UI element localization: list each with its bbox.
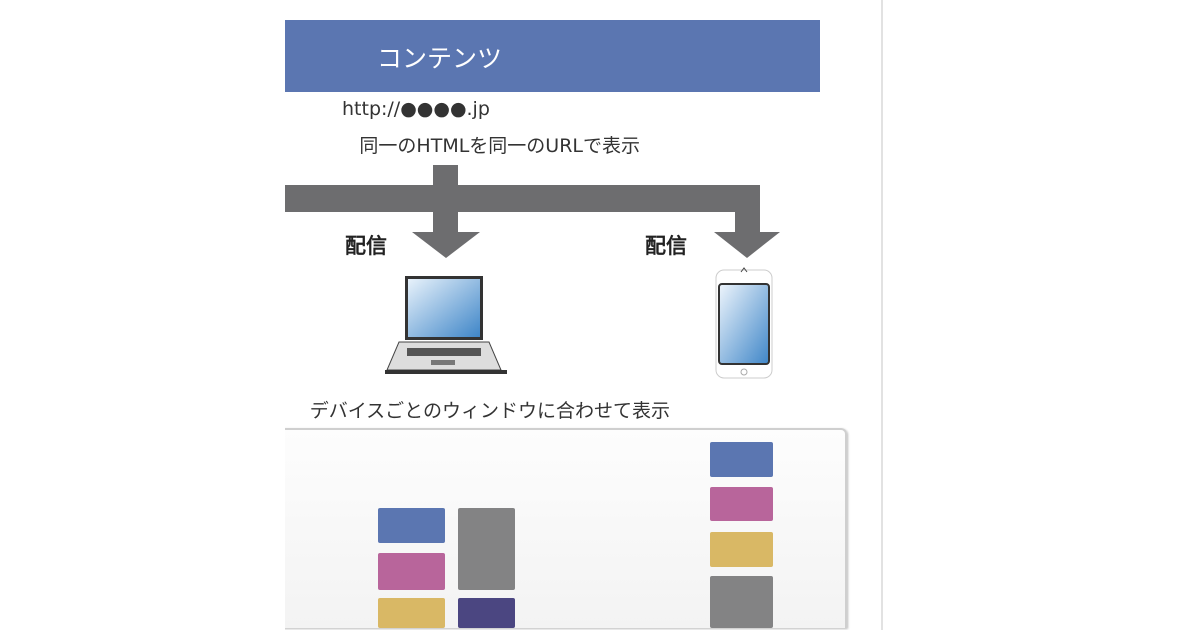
- deliver-label-right: 配信: [645, 234, 687, 258]
- content-banner: コンテンツ: [285, 20, 820, 92]
- layout-frame: [285, 428, 847, 628]
- sp-block-yellow: [710, 532, 773, 567]
- banner-title: コンテンツ: [377, 44, 503, 73]
- same-html-text: 同一のHTMLを同一のURLで表示: [359, 135, 640, 157]
- arrow-stem-right: [735, 185, 760, 235]
- caption-text: デバイスごとのウィンドウに合わせて表示: [309, 400, 670, 422]
- diagram: コンテンツ http://●●●●.jp 同一のHTMLを同一のURLで表示 配…: [285, 0, 885, 630]
- pc-block-gray: [458, 508, 515, 590]
- url-text: http://●●●●.jp: [342, 98, 490, 120]
- pc-block-pink: [378, 553, 445, 590]
- sp-block-gray: [710, 576, 773, 628]
- smartphone-icon: [715, 267, 773, 379]
- pc-block-yellow: [378, 598, 445, 628]
- arrow-head-left-icon: [412, 232, 480, 258]
- arrow-bar: [285, 185, 760, 212]
- arrow-head-right-icon: [714, 232, 780, 258]
- deliver-label-left: 配信: [345, 234, 387, 258]
- divider: [881, 0, 883, 630]
- sp-block-blue: [710, 442, 773, 477]
- sp-block-pink: [710, 487, 773, 521]
- pc-block-purple: [458, 598, 515, 628]
- pc-block-blue: [378, 508, 445, 543]
- laptop-icon: [385, 276, 507, 374]
